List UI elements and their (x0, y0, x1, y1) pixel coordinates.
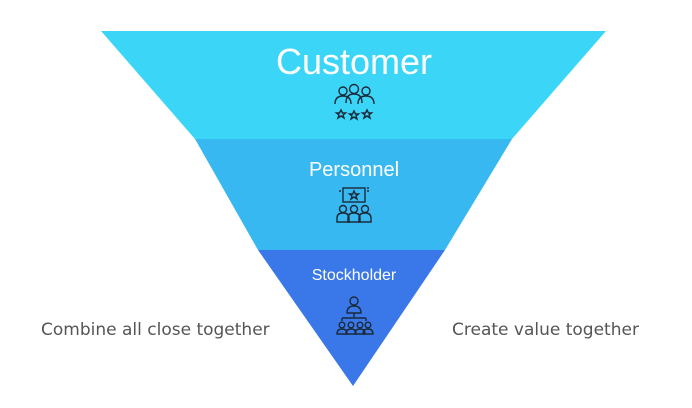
left-caption: Combine all close together (41, 320, 270, 340)
level-label-stockholder: Stockholder (311, 267, 397, 284)
level-personnel-band (195, 139, 512, 250)
right-caption: Create value together (452, 320, 639, 340)
customers-stars-icon (334, 83, 375, 121)
level-label-customer: Customer (275, 41, 433, 82)
level-label-personnel: Personnel (308, 159, 400, 181)
stockholder-hierarchy-icon (336, 296, 374, 335)
team-board-icon (336, 187, 372, 223)
